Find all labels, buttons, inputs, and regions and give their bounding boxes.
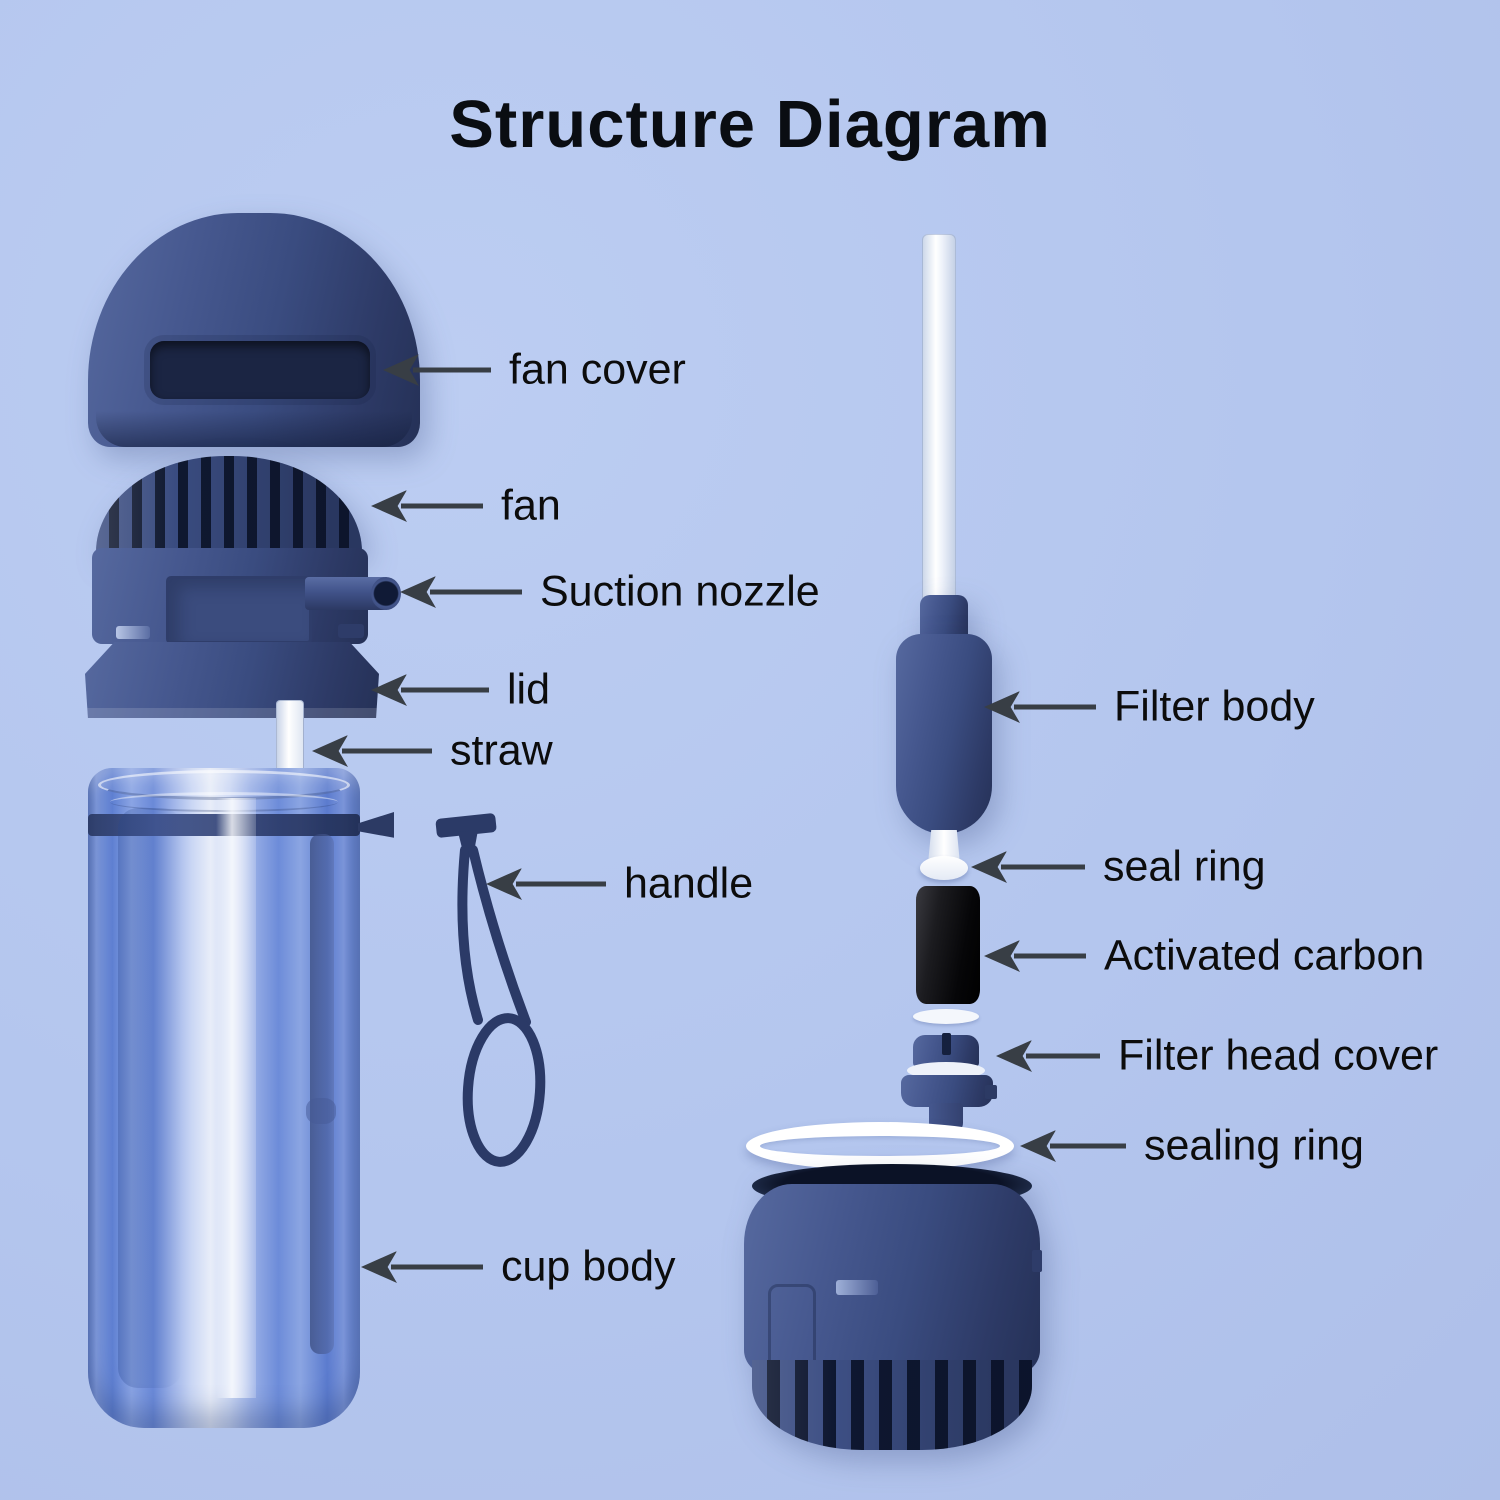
callout-activated-carbon: Activated carbon — [984, 932, 1424, 981]
callout-straw: straw — [312, 727, 553, 776]
handle-loop — [462, 1013, 546, 1167]
activated-carbon-part — [916, 886, 980, 1004]
base-fan-grille — [752, 1360, 1032, 1450]
callout-lid: lid — [371, 666, 550, 715]
filter-straw-part — [922, 234, 956, 600]
base-body — [744, 1184, 1042, 1380]
handle-part — [435, 813, 546, 1167]
base-indicator — [836, 1280, 878, 1295]
arrow-line — [1026, 1053, 1100, 1059]
base-unit-part — [744, 1164, 1042, 1450]
label-handle: handle — [624, 859, 754, 908]
fan-body-side-tab — [338, 624, 364, 638]
cup-spout-tab — [358, 812, 394, 838]
filter-body-part — [896, 634, 992, 834]
sealing-ring-part — [746, 1122, 1014, 1170]
carbon-gasket-ring — [913, 1009, 979, 1024]
base-side-tab — [1032, 1250, 1042, 1272]
fan-cover-bottom-lip — [96, 411, 412, 447]
label-lid: lid — [507, 665, 551, 714]
base-grille-shading — [752, 1360, 1032, 1450]
cup-inner-shadow — [118, 808, 182, 1388]
arrow-line — [342, 748, 432, 754]
filter-head-cover-part — [901, 1033, 997, 1133]
handle-strap-left — [457, 845, 483, 1025]
arrow-line — [1050, 1143, 1126, 1149]
label-suction-nozzle: Suction nozzle — [540, 567, 820, 616]
filter-head-flange — [901, 1075, 997, 1107]
label-cup-body: cup body — [501, 1242, 676, 1291]
lid-bottom-sheen — [85, 708, 379, 718]
label-fan-cover: fan cover — [509, 345, 686, 394]
fan-cover-part — [88, 213, 420, 447]
cup-inner-straw — [310, 834, 334, 1354]
filter-head-side-tab — [985, 1085, 997, 1099]
handle-t-bar — [435, 813, 497, 838]
label-filter-head-cover: Filter head cover — [1118, 1031, 1439, 1080]
arrow-line — [1014, 704, 1096, 710]
callout-suction-nozzle: Suction nozzle — [400, 568, 820, 617]
fan-body-recessed-panel — [166, 576, 312, 644]
cup-center-highlight — [216, 798, 256, 1398]
suction-nozzle-opening — [371, 577, 401, 610]
label-straw: straw — [450, 726, 553, 775]
filter-head-white-ring — [907, 1062, 985, 1079]
label-activated-carbon: Activated carbon — [1104, 931, 1425, 980]
callout-cup-body: cup body — [361, 1243, 676, 1292]
seal-ring-part — [920, 856, 968, 880]
fan-grille-shading — [96, 456, 362, 552]
filter-head-notch — [942, 1033, 951, 1055]
fan-grille-part — [96, 456, 362, 552]
callout-filter-body: Filter body — [984, 683, 1315, 732]
callout-handle: handle — [486, 860, 753, 909]
arrow-line — [401, 687, 489, 693]
callout-seal-ring: seal ring — [971, 843, 1266, 892]
arrow-line — [1014, 953, 1086, 959]
arrow-line — [401, 503, 483, 509]
filter-head-cap — [913, 1033, 979, 1067]
cup-inner-knob — [306, 1098, 336, 1124]
callout-fan-cover: fan cover — [383, 346, 686, 395]
lid-part — [85, 642, 379, 718]
arrow-line — [1001, 864, 1085, 870]
suction-nozzle-part — [305, 577, 401, 610]
callout-fan: fan — [371, 482, 561, 531]
fan-cover-vent-slot — [150, 341, 370, 399]
filter-body-neck — [920, 595, 968, 641]
fan-body-indicator — [116, 626, 150, 639]
label-seal-ring: seal ring — [1103, 842, 1266, 891]
label-sealing-ring: sealing ring — [1144, 1121, 1364, 1170]
label-filter-body: Filter body — [1114, 682, 1315, 731]
arrow-line — [413, 367, 491, 373]
arrow-line — [391, 1264, 483, 1270]
handle-strap-right — [468, 845, 531, 1027]
label-fan: fan — [501, 481, 561, 530]
callout-sealing-ring: sealing ring — [1020, 1122, 1364, 1171]
arrow-line — [516, 881, 606, 887]
cup-body-part — [88, 768, 360, 1428]
straw-part — [276, 700, 304, 774]
page-title: Structure Diagram — [449, 87, 1051, 162]
callout-filter-head-cover: Filter head cover — [996, 1032, 1438, 1081]
arrow-line — [430, 589, 522, 595]
